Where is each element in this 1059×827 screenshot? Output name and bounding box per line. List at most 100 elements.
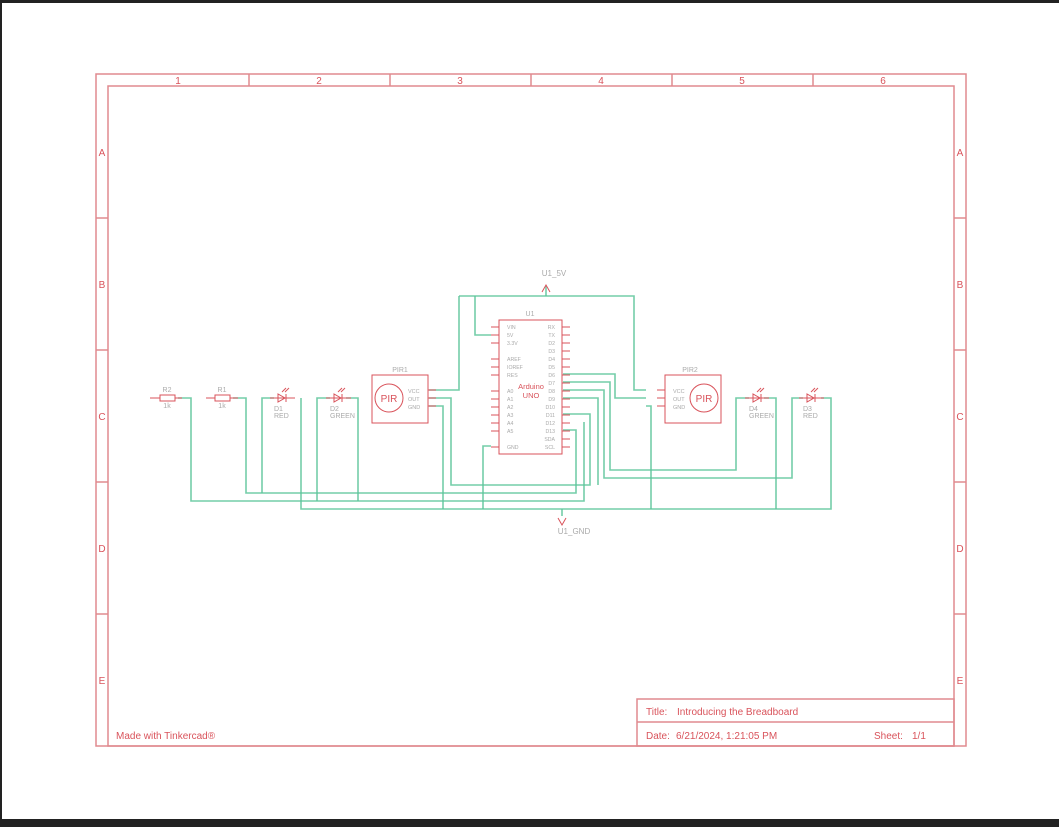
svg-text:PIR1: PIR1 bbox=[392, 367, 408, 374]
svg-text:A3: A3 bbox=[507, 413, 513, 419]
svg-text:OUT: OUT bbox=[673, 397, 685, 403]
led-d3[interactable]: D3 RED bbox=[799, 387, 824, 420]
svg-text:RED: RED bbox=[274, 413, 289, 420]
svg-text:D2: D2 bbox=[548, 341, 555, 347]
svg-text:D6: D6 bbox=[548, 373, 555, 379]
svg-text:C: C bbox=[98, 412, 105, 423]
svg-text:A4: A4 bbox=[507, 421, 513, 427]
led-d4[interactable]: D4 GREEN bbox=[745, 387, 774, 420]
svg-text:D: D bbox=[98, 544, 105, 555]
svg-text:1: 1 bbox=[175, 76, 181, 87]
svg-text:1/1: 1/1 bbox=[912, 731, 926, 742]
svg-text:VCC: VCC bbox=[673, 389, 685, 395]
svg-text:D3: D3 bbox=[548, 349, 555, 355]
svg-text:U1_GND: U1_GND bbox=[558, 527, 591, 536]
u1-left-pins: VIN 5V 3.3V AREF IOREF RES A0 A1 A2 A3 A… bbox=[507, 325, 523, 451]
made-with-tinkercad: Made with Tinkercad® bbox=[116, 731, 216, 742]
svg-text:Arduino: Arduino bbox=[518, 382, 544, 391]
svg-text:3.3V: 3.3V bbox=[507, 341, 518, 347]
svg-text:PIR2: PIR2 bbox=[682, 367, 698, 374]
svg-text:D9: D9 bbox=[548, 397, 555, 403]
wires bbox=[178, 286, 832, 516]
column-labels: 1 2 3 4 5 6 bbox=[175, 76, 886, 87]
svg-text:D5: D5 bbox=[548, 365, 555, 371]
svg-text:D11: D11 bbox=[546, 413, 555, 419]
svg-text:RX: RX bbox=[548, 325, 556, 331]
resistor-r2[interactable]: R2 1k bbox=[150, 387, 182, 410]
svg-text:PIR: PIR bbox=[381, 394, 398, 405]
led-d2[interactable]: D2 GREEN bbox=[326, 387, 355, 420]
svg-text:D8: D8 bbox=[548, 389, 555, 395]
svg-text:R1: R1 bbox=[218, 387, 227, 394]
svg-text:GREEN: GREEN bbox=[330, 413, 355, 420]
pir-sensor-pir1[interactable]: PIR PIR1 VCC OUT GND bbox=[371, 367, 436, 424]
svg-text:VIN: VIN bbox=[507, 325, 516, 331]
svg-text:A: A bbox=[99, 148, 106, 159]
svg-text:D1: D1 bbox=[274, 406, 283, 413]
svg-text:5: 5 bbox=[739, 76, 745, 87]
arduino-uno-u1[interactable]: U1 Arduino UNO VIN 5V 3.3V AREF IOREF RE… bbox=[491, 311, 570, 455]
svg-text:A0: A0 bbox=[507, 389, 513, 395]
svg-text:D4: D4 bbox=[548, 357, 555, 363]
svg-text:D7: D7 bbox=[548, 381, 555, 387]
title-block: Title: Introducing the Breadboard Date: … bbox=[636, 698, 955, 747]
svg-text:Date:: Date: bbox=[646, 731, 670, 742]
svg-text:IOREF: IOREF bbox=[507, 365, 523, 371]
svg-text:R2: R2 bbox=[163, 387, 172, 394]
svg-text:SCL: SCL bbox=[545, 445, 555, 451]
svg-text:GND: GND bbox=[408, 405, 420, 411]
svg-text:VCC: VCC bbox=[408, 389, 420, 395]
svg-text:6: 6 bbox=[880, 76, 886, 87]
svg-text:D3: D3 bbox=[803, 406, 812, 413]
svg-text:U1: U1 bbox=[526, 311, 535, 318]
svg-text:E: E bbox=[99, 676, 106, 687]
row-labels: A B C D E A B C D E bbox=[98, 148, 963, 687]
svg-text:B: B bbox=[99, 280, 106, 291]
ground-net-symbol: U1_GND bbox=[557, 517, 591, 536]
svg-text:Sheet:: Sheet: bbox=[874, 731, 903, 742]
svg-text:3: 3 bbox=[457, 76, 463, 87]
drawing-frame bbox=[95, 73, 967, 747]
svg-text:E: E bbox=[957, 676, 964, 687]
svg-text:RED: RED bbox=[803, 413, 818, 420]
svg-text:A: A bbox=[957, 148, 964, 159]
svg-text:D10: D10 bbox=[545, 405, 555, 411]
svg-text:A2: A2 bbox=[507, 405, 513, 411]
svg-text:Title:: Title: bbox=[646, 707, 667, 718]
svg-text:OUT: OUT bbox=[408, 397, 420, 403]
svg-text:A1: A1 bbox=[507, 397, 513, 403]
power-net-symbol: U1_5V bbox=[541, 269, 567, 293]
u1-pin-stubs bbox=[491, 326, 570, 448]
u1-right-pins: RX TX D2 D3 D4 D5 D6 D7 D8 D9 D10 D11 D1… bbox=[544, 325, 555, 451]
svg-text:TX: TX bbox=[548, 333, 555, 339]
svg-text:6/21/2024, 1:21:05 PM: 6/21/2024, 1:21:05 PM bbox=[676, 731, 777, 742]
svg-text:RES: RES bbox=[507, 373, 518, 379]
svg-text:D2: D2 bbox=[330, 406, 339, 413]
svg-text:A5: A5 bbox=[507, 429, 513, 435]
svg-text:2: 2 bbox=[316, 76, 322, 87]
svg-text:AREF: AREF bbox=[507, 357, 521, 363]
svg-text:GREEN: GREEN bbox=[749, 413, 774, 420]
svg-text:1k: 1k bbox=[163, 403, 171, 410]
svg-text:1k: 1k bbox=[218, 403, 226, 410]
led-d1[interactable]: D1 RED bbox=[270, 387, 295, 420]
svg-text:B: B bbox=[957, 280, 964, 291]
svg-text:PIR: PIR bbox=[696, 394, 713, 405]
pir-sensor-pir2[interactable]: PIR PIR2 VCC OUT GND bbox=[657, 367, 722, 424]
svg-text:D4: D4 bbox=[749, 406, 758, 413]
resistor-r1[interactable]: R1 1k bbox=[206, 387, 238, 410]
svg-text:D13: D13 bbox=[545, 429, 555, 435]
schematic-sheet: 1 2 3 4 5 6 A B C D E A B C D E bbox=[2, 3, 1059, 819]
svg-text:GND: GND bbox=[673, 405, 685, 411]
schematic-canvas: 1 2 3 4 5 6 A B C D E A B C D E bbox=[95, 73, 967, 747]
svg-text:UNO: UNO bbox=[523, 391, 540, 400]
svg-text:Introducing the Breadboard: Introducing the Breadboard bbox=[677, 707, 798, 718]
svg-text:4: 4 bbox=[598, 76, 604, 87]
svg-text:GND: GND bbox=[507, 445, 519, 451]
svg-text:C: C bbox=[956, 412, 963, 423]
svg-text:5V: 5V bbox=[507, 333, 514, 339]
svg-text:U1_5V: U1_5V bbox=[542, 269, 567, 278]
svg-text:D12: D12 bbox=[545, 421, 555, 427]
svg-text:D: D bbox=[956, 544, 963, 555]
svg-text:SDA: SDA bbox=[544, 437, 555, 443]
